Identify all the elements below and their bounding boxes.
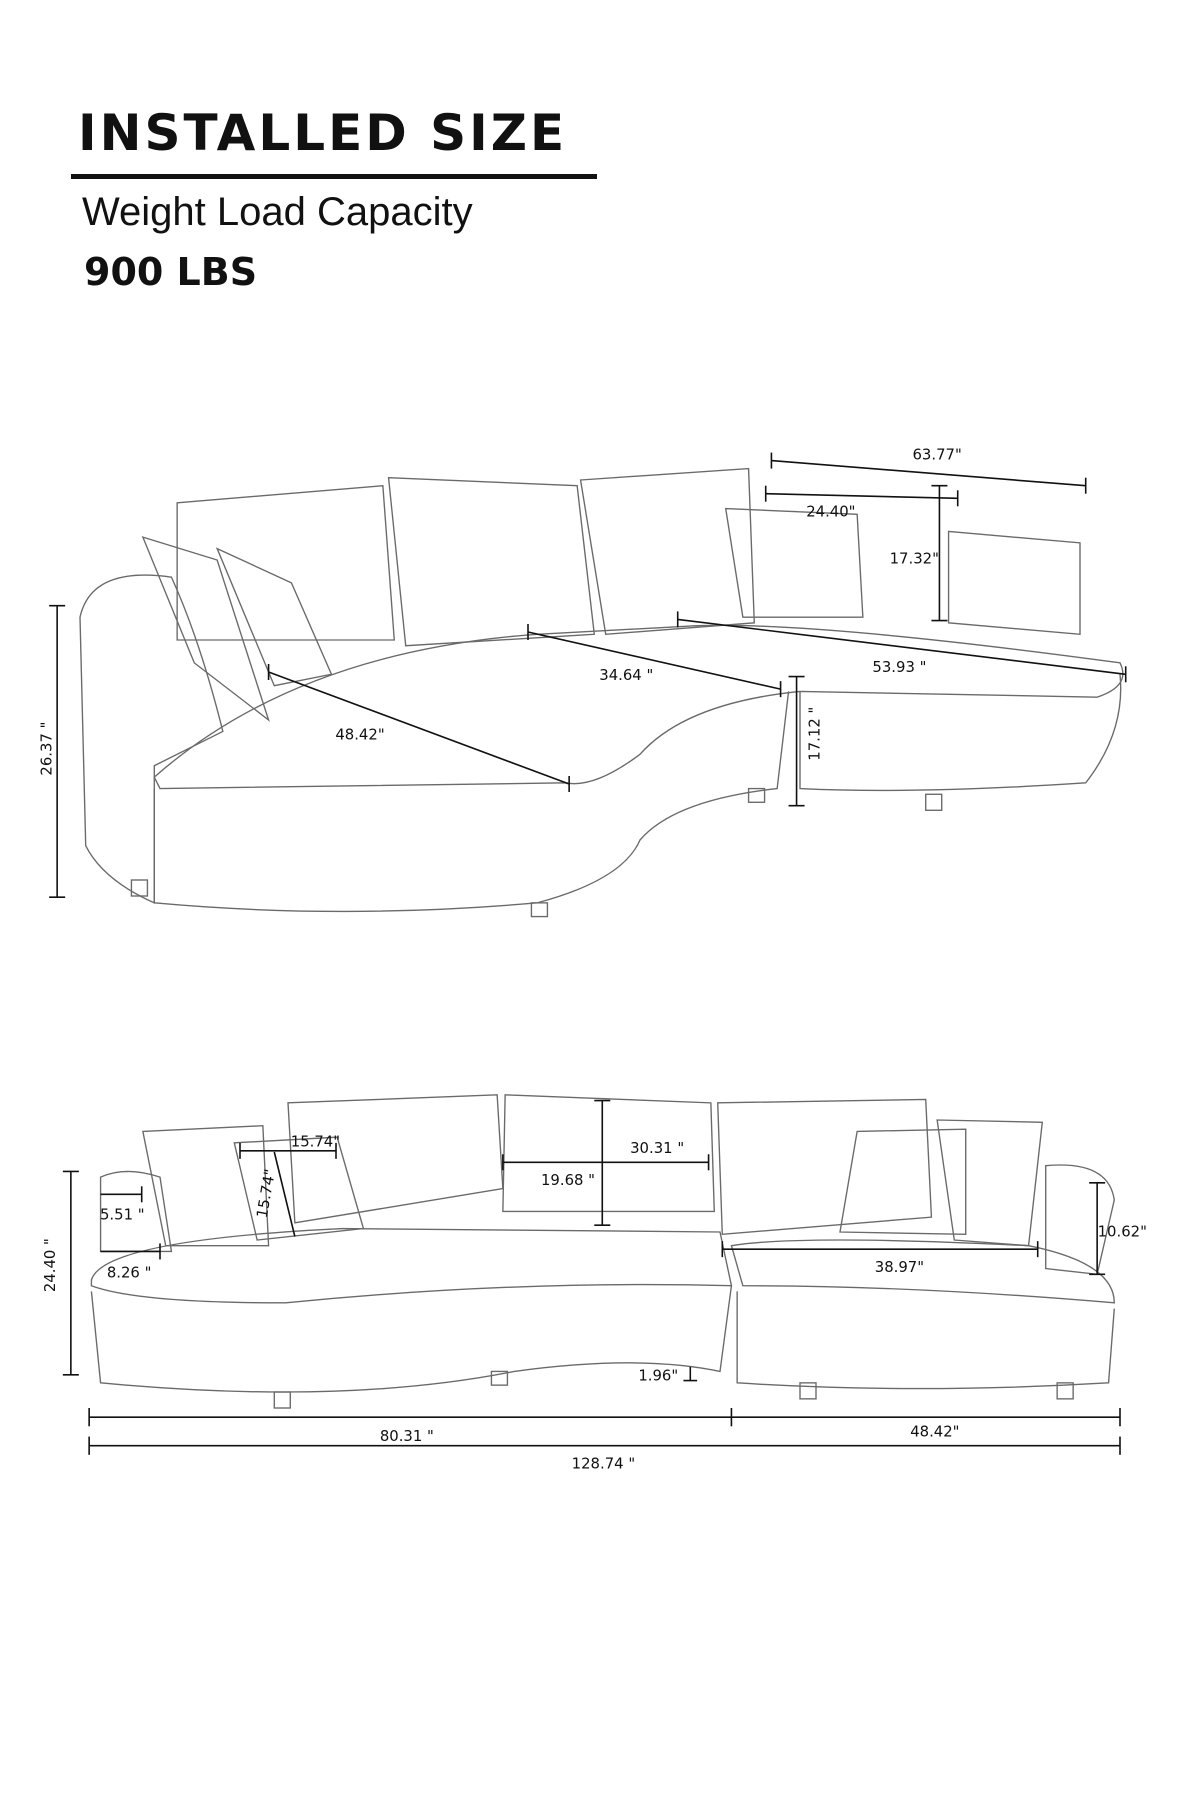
dim-arm-width: 5.51 " — [100, 1205, 145, 1223]
subtitle: Weight Load Capacity — [82, 190, 473, 234]
title-divider — [71, 174, 597, 179]
dim-arm-height: 10.62" — [1098, 1223, 1147, 1241]
front-view-dimensions: 15.74" 15.74" 30.31 " 19.68 " 5.51 " 8.2… — [41, 1099, 1147, 1473]
dim-seat-height: 17.12 " — [805, 707, 823, 761]
dim-right-section: 48.42" — [910, 1423, 959, 1441]
dim-back-cushion-height: 19.68 " — [541, 1171, 595, 1189]
sofa-front-outline — [90, 1094, 1115, 1409]
dim-total-length: 128.74 " — [572, 1455, 636, 1473]
dim-leg-height: 1.96" — [638, 1367, 678, 1385]
dim-left-section: 80.31 " — [380, 1427, 434, 1445]
dim-overall-depth: 63.77" — [912, 445, 961, 463]
dim-total-height: 24.40 " — [41, 1238, 59, 1292]
dim-seat-depth: 34.64 " — [599, 666, 653, 684]
dim-chaise-seat: 38.97" — [875, 1258, 924, 1276]
dim-back-height: 17.32" — [890, 549, 939, 567]
weight-capacity: 900 LBS — [84, 250, 258, 294]
dim-pillow-width: 24.40" — [806, 503, 855, 521]
sofa-perspective-outline — [79, 467, 1124, 918]
dim-chaise-length: 53.93 " — [872, 658, 926, 676]
dim-back-cushion-width: 30.31 " — [630, 1139, 684, 1157]
top-view-dimensions: 63.77" 24.40" 17.32" 53.93 " 34.64 " 48.… — [37, 445, 1127, 898]
page-title: INSTALLED SIZE — [78, 104, 568, 162]
dim-pillow-width: 15.74" — [291, 1132, 340, 1150]
dim-pillow-height: 15.74" — [253, 1168, 279, 1220]
dim-arm-depth: 8.26 " — [107, 1264, 152, 1282]
dim-corner-seat: 48.42" — [335, 725, 384, 743]
dim-total-height: 26.37 " — [37, 722, 55, 776]
